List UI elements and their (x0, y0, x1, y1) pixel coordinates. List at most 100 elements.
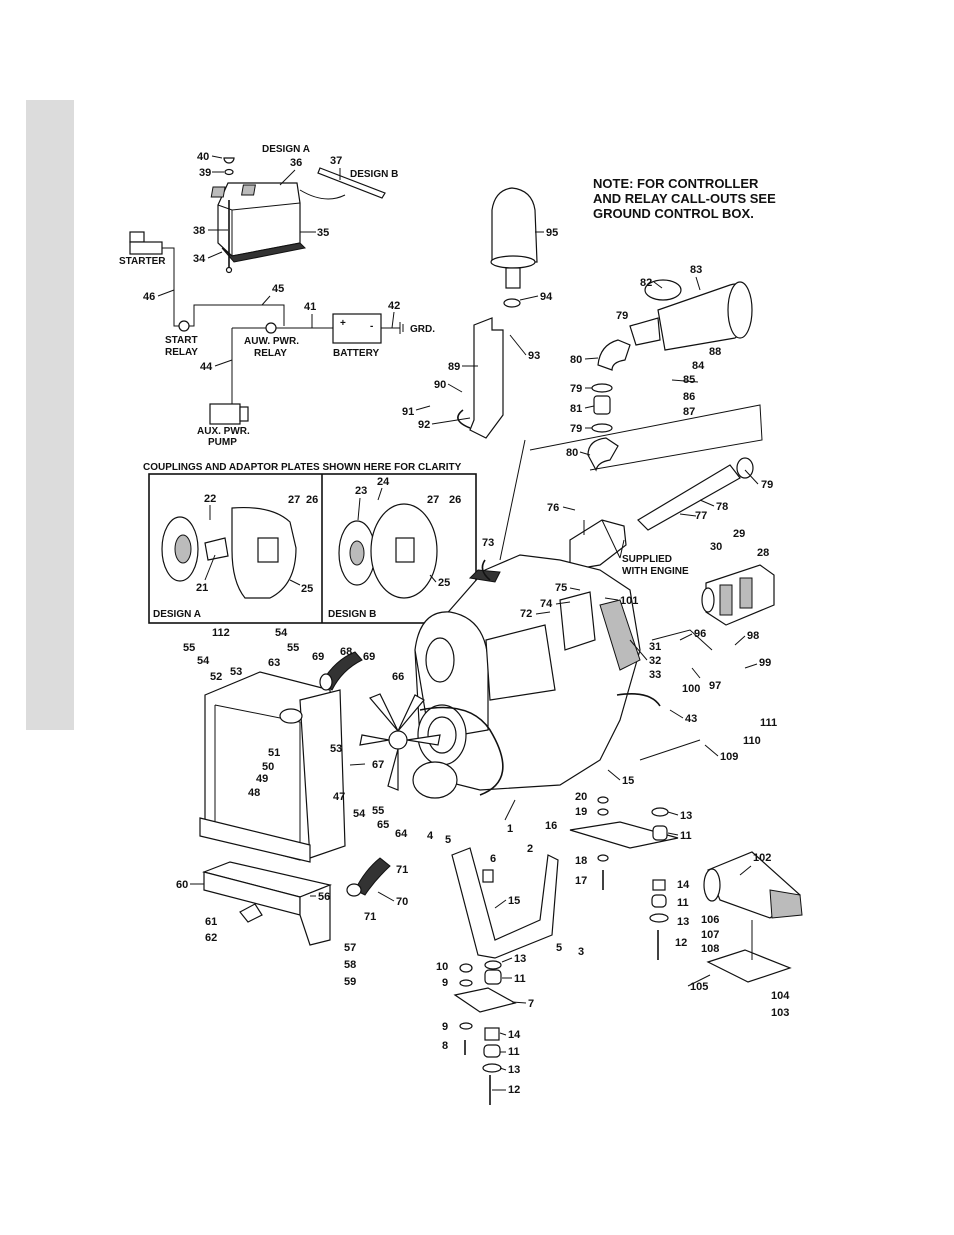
callout-68: 68 (340, 646, 352, 658)
caption-design-a-box: DESIGN A (153, 609, 201, 620)
callout-96: 96 (694, 628, 706, 640)
callout-48: 48 (248, 787, 260, 799)
callout-98: 98 (747, 630, 759, 642)
callout-93: 93 (528, 350, 540, 362)
callout-39: 39 (199, 167, 211, 179)
hydraulic-pump (701, 564, 775, 626)
callout-29: 29 (733, 528, 745, 540)
callout-71: 71 (396, 864, 408, 876)
callout-5: 5 (556, 942, 562, 954)
callout-14: 14 (508, 1029, 521, 1041)
callout-66: 66 (392, 671, 404, 683)
callout-110: 110 (743, 735, 761, 747)
callout-42: 42 (388, 300, 400, 312)
note-line-2: AND RELAY CALL-OUTS SEE (593, 191, 776, 206)
callout-11: 11 (677, 897, 689, 909)
callout-90: 90 (434, 379, 446, 391)
callout-44: 44 (200, 361, 213, 373)
callout-80: 80 (570, 354, 582, 366)
callout-85: 85 (683, 374, 695, 386)
callout-49: 49 (256, 773, 268, 785)
callout-50: 50 (262, 761, 274, 773)
right-mount-stack (597, 796, 669, 960)
radiator-mount (202, 861, 333, 946)
callout-13: 13 (508, 1064, 520, 1076)
callout-21: 21 (196, 582, 208, 594)
callout-43: 43 (685, 713, 697, 725)
callout-54: 54 (353, 808, 366, 820)
callout-6: 6 (490, 853, 496, 865)
callout-25: 25 (301, 583, 313, 595)
caption-starter: STARTER (119, 256, 166, 267)
callout-51: 51 (268, 747, 280, 759)
callout-20: 20 (575, 791, 587, 803)
caption-supplied-2: WITH ENGINE (622, 566, 689, 577)
couplings-box (148, 473, 477, 624)
coupling-design-a (161, 506, 297, 599)
callout-40: 40 (197, 151, 209, 163)
caption-start-relay-2: RELAY (165, 347, 198, 358)
callout-13: 13 (680, 810, 692, 822)
callout-79: 79 (761, 479, 773, 491)
callout-5: 5 (445, 834, 451, 846)
callout-82: 82 (640, 277, 652, 289)
air-cleaner-assembly (457, 187, 754, 571)
callout-28: 28 (757, 547, 769, 559)
callout-111: 111 (760, 717, 777, 729)
callout-55: 55 (287, 642, 299, 654)
callout-63: 63 (268, 657, 280, 669)
callout-62: 62 (205, 932, 217, 944)
callout-86: 86 (683, 391, 695, 403)
callout-71: 71 (364, 911, 376, 923)
callout-31: 31 (649, 641, 661, 653)
callout-72: 72 (520, 608, 532, 620)
callout-15: 15 (508, 895, 520, 907)
callout-97: 97 (709, 680, 721, 692)
lower-hose (354, 857, 391, 896)
callout-103: 103 (771, 1007, 789, 1019)
callout-73: 73 (482, 537, 494, 549)
caption-design-a-top: DESIGN A (262, 144, 310, 155)
callout-47: 47 (333, 791, 345, 803)
caption-aux-pump-2: PUMP (208, 437, 237, 448)
callout-79: 79 (570, 423, 582, 435)
callout-11: 11 (680, 830, 692, 842)
callout-19: 19 (575, 806, 587, 818)
callout-83: 83 (690, 264, 702, 276)
note-line-3: GROUND CONTROL BOX. (593, 206, 754, 221)
callout-75: 75 (555, 582, 567, 594)
callout-78: 78 (716, 501, 728, 513)
callout-45: 45 (272, 283, 284, 295)
note-line-1: NOTE: FOR CONTROLLER (593, 176, 759, 191)
caption-design-b-box: DESIGN B (328, 609, 376, 620)
callout-87: 87 (683, 406, 695, 418)
callout-102: 102 (753, 852, 771, 864)
callout-17: 17 (575, 875, 587, 887)
wiring-schematic: + - (129, 231, 404, 425)
callout-12: 12 (508, 1084, 520, 1096)
callout-67: 67 (372, 759, 384, 771)
callout-13: 13 (514, 953, 526, 965)
callout-54: 54 (197, 655, 210, 667)
callout-11: 11 (508, 1046, 520, 1058)
callout-77: 77 (695, 510, 707, 522)
callout-101: 101 (620, 595, 638, 607)
callout-27: 27 (427, 494, 439, 506)
engine-block (412, 554, 641, 799)
callout-27: 27 (288, 494, 300, 506)
caption-aux-pump-1: AUX. PWR. (197, 426, 250, 437)
callout-1: 1 (507, 823, 513, 835)
callout-46: 46 (143, 291, 155, 303)
callout-88: 88 (709, 346, 721, 358)
page-side-tab (26, 100, 74, 730)
callout-84: 84 (692, 360, 705, 372)
callout-38: 38 (193, 225, 205, 237)
callout-54: 54 (275, 627, 288, 639)
caption-start-relay-1: START (165, 335, 198, 346)
caption-grd: GRD. (410, 324, 435, 335)
callout-108: 108 (701, 943, 719, 955)
svg-text:+: + (340, 318, 346, 329)
callout-94: 94 (540, 291, 553, 303)
callout-58: 58 (344, 959, 356, 971)
callout-105: 105 (690, 981, 708, 993)
